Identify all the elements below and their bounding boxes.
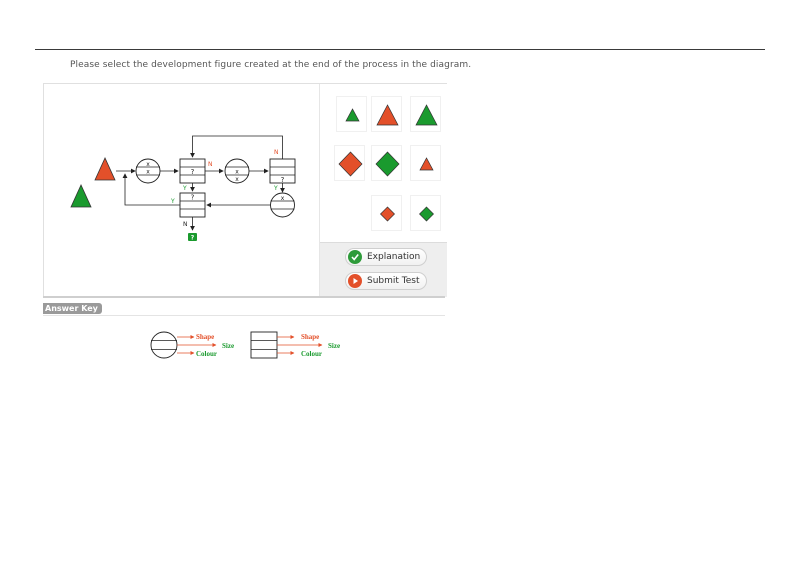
key-box [250, 331, 278, 359]
circle3-shape-label: x [281, 195, 285, 202]
key-box-size-label: Size [328, 342, 340, 350]
decision-box-2: ? [269, 158, 296, 184]
top-divider [35, 49, 765, 50]
decision2-yes-label: Y [273, 185, 278, 192]
option-2-large-red-triangle [376, 104, 399, 126]
key-box-shape-label: Shape [301, 333, 319, 341]
key-circle [150, 331, 178, 359]
panel-bottom-divider [43, 296, 445, 298]
result-label: ? [191, 235, 195, 242]
decision2-no-label: N [274, 149, 279, 156]
operator-circle-3: x [270, 192, 295, 218]
option-5-large-green-diamond [375, 151, 400, 177]
decision1-no-label: N [208, 161, 213, 168]
option-5[interactable] [371, 145, 402, 181]
decision3-label: ? [191, 194, 195, 202]
option-7[interactable] [371, 195, 402, 231]
answer-key-header: Answer Key [43, 303, 445, 316]
answer-key-diagram: Shape Size Colour Shape Size Colour [150, 331, 340, 359]
option-2[interactable] [371, 96, 402, 132]
circle2-colour-label: x [235, 176, 239, 183]
option-8-small-green-diamond [419, 206, 434, 222]
decision3-yes-label: Y [170, 198, 175, 205]
circle1-shape-label: x [146, 161, 150, 168]
answer-key-title: Answer Key [43, 303, 102, 314]
explanation-button[interactable]: Explanation [345, 248, 427, 266]
decision2-label: ? [281, 176, 285, 184]
key-circle-shape-label: Shape [196, 333, 214, 341]
operator-circle-1: x x [135, 158, 161, 184]
submit-test-button[interactable]: Submit Test [345, 272, 427, 290]
option-1-small-green-triangle [345, 108, 360, 122]
circle1-size-label: x [146, 169, 150, 176]
option-8[interactable] [410, 195, 441, 231]
options-pane: Explanation Submit Test [319, 84, 447, 297]
key-circle-colour-label: Colour [196, 350, 217, 358]
process-diagram: x x ? N x x ? N [70, 135, 296, 242]
decision1-label: ? [191, 168, 195, 176]
key-circle-size-label: Size [222, 342, 234, 350]
operator-circle-2: x x [224, 158, 250, 184]
play-icon [348, 274, 362, 288]
option-7-small-red-diamond [380, 206, 395, 222]
decision-box-3: ? [179, 192, 206, 218]
decision-box-1: ? [179, 158, 206, 184]
input-green-triangle [70, 184, 92, 208]
checkmark-icon [348, 250, 362, 264]
key-box-colour-label: Colour [301, 350, 322, 358]
decision1-yes-label: Y [182, 185, 187, 192]
option-1[interactable] [336, 96, 367, 132]
question-text: Please select the development figure cre… [70, 60, 472, 70]
option-3[interactable] [410, 96, 441, 132]
explanation-label: Explanation [367, 252, 421, 262]
question-panel: x x ? N x x ? N [43, 83, 447, 297]
option-4[interactable] [334, 145, 365, 181]
submit-test-label: Submit Test [367, 276, 420, 286]
option-6[interactable] [410, 145, 441, 181]
option-6-small-red-triangle [419, 157, 434, 171]
option-3-large-green-triangle [415, 104, 438, 126]
option-4-large-red-diamond [338, 151, 363, 177]
result-box [188, 233, 197, 241]
circle2-size-label: x [235, 169, 239, 176]
decision3-no-label: N [183, 221, 188, 228]
action-area: Explanation Submit Test [320, 242, 447, 297]
input-red-triangle [94, 157, 116, 181]
